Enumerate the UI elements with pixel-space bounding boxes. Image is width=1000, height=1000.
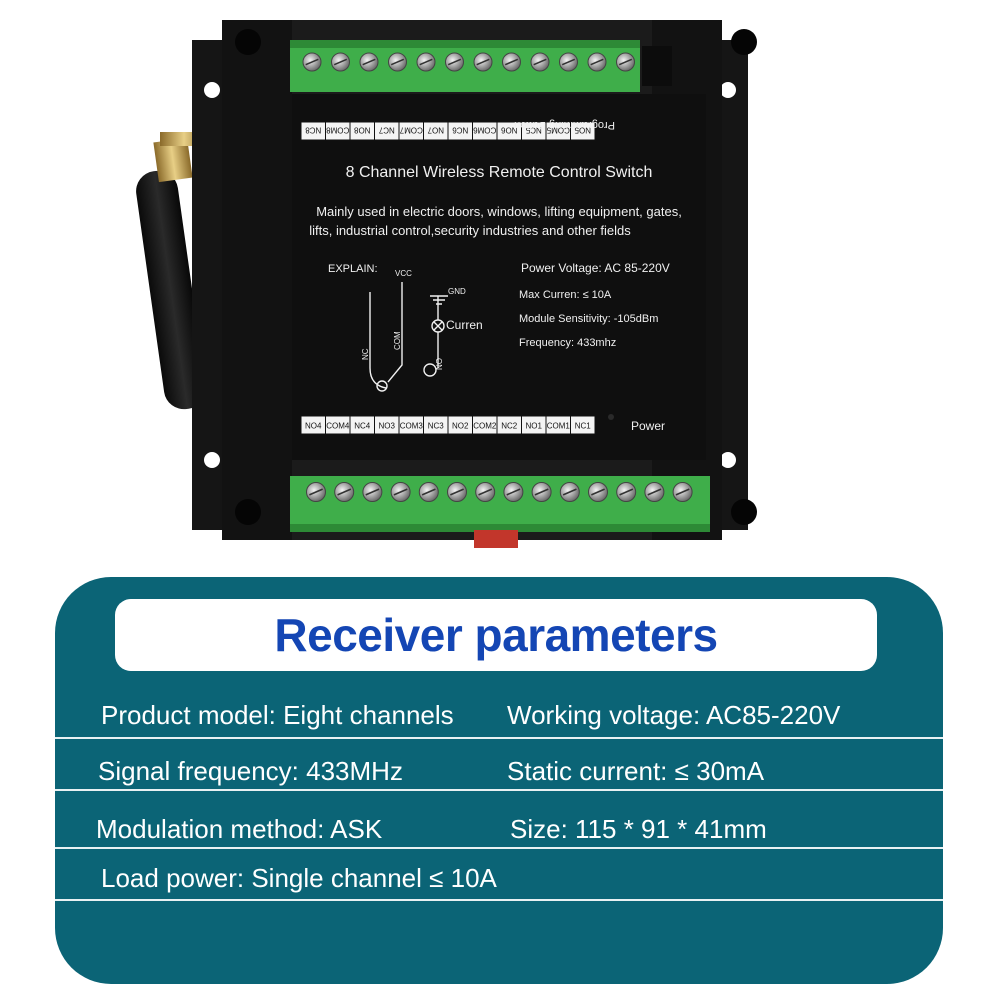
screw-slot [562,488,577,496]
row-divider [55,847,943,849]
terminal-label: COM1 [547,422,571,431]
terminal-label: COM3 [400,422,424,431]
terminal-label: NO6 [500,126,517,135]
programming-button[interactable] [642,46,672,86]
screw-slot [309,488,323,496]
terminal-label: NO5 [574,126,591,135]
screw-slot [362,58,376,66]
terminal-label: NC7 [378,126,395,135]
screw-slot [591,488,605,496]
terminal-label: NC2 [501,422,518,431]
screw-slot [561,58,576,66]
vcc-label: VCC [395,269,412,278]
terminal-label: NO2 [452,422,469,431]
terminal-label: COM4 [326,422,350,431]
top-terminal-block [290,40,640,92]
terminal-label: COM5 [546,126,570,135]
terminal-label-cell [570,121,596,141]
row-divider [55,737,943,739]
screw-slot [533,58,547,66]
screw-slot [590,58,604,66]
terminal-label: COM8 [326,126,350,135]
screw-slot [618,58,633,66]
curren-label: Curren [446,318,483,332]
nc-label: NC [361,348,370,360]
screw-slot [447,58,462,66]
terminal-label: NO3 [379,422,396,431]
explain-label: EXPLAIN: [328,263,378,275]
terminal-label: COM7 [399,126,423,135]
terminal-label: NC4 [354,422,371,431]
red-din-clip [474,530,518,548]
terminal-label: NO7 [427,126,444,135]
power-label: Power [631,419,665,433]
terminal-label: NC8 [305,126,322,135]
screw-slot [333,58,348,66]
panel-title: Receiver parameters [274,609,718,661]
screw-slot [534,488,549,496]
spec-max-current: Max Curren: ≤ 10A [519,289,612,301]
terminal-label: NC5 [525,126,542,135]
param-static-current: Static current: ≤ 30mA [507,756,765,786]
gnd-label: GND [448,287,466,296]
bottom-terminal-block [290,476,710,532]
screw-slot [393,488,408,496]
screw-slot [305,58,319,66]
param-signal-frequency: Signal frequency: 433MHz [98,756,403,786]
terminal-label: COM2 [473,422,497,431]
spec-list: Power Voltage: AC 85-220V Max Curren: ≤ … [519,261,670,349]
param-working-voltage: Working voltage: AC85-220V [507,700,841,730]
screw-slot [450,488,464,496]
power-led [608,414,614,420]
com-label: COM [393,331,402,350]
terminal-label: NC3 [428,422,445,431]
screw-slot [337,488,352,496]
terminal-label-cell [570,415,596,435]
screw-slot [675,488,690,496]
programming-button-label: Programming Button [514,119,615,131]
label-plate [292,94,706,460]
terminal-label: NO1 [526,422,543,431]
wiring-diagram: EXPLAIN: VCC GND Curren NC COM NO [328,263,483,392]
terminal-label: NC6 [452,126,469,135]
row-divider [55,899,943,901]
spec-sensitivity: Module Sensitivity: -105dBm [519,313,658,325]
terminal-label: NC1 [575,422,592,431]
screw-slot [390,58,405,66]
param-load-power: Load power: Single channel ≤ 10A [101,863,497,893]
terminal-label: NO4 [305,422,322,431]
device-description-line2: lifts, industrial control,security indus… [309,223,631,238]
screw-slot [421,488,436,496]
screw-slot [419,58,433,66]
param-product-model: Product model: Eight channels [101,700,454,730]
screw-slot [365,488,380,496]
device-description-line1: Mainly used in electric doors, windows, … [316,204,682,219]
device-title: 8 Channel Wireless Remote Control Switch [346,164,653,181]
screw-slot [506,488,521,496]
screw-slot [476,58,490,66]
param-size: Size: 115 * 91 * 41mm [510,814,767,844]
terminal-label: NO8 [353,126,370,135]
no-label: NO [435,358,444,370]
receiver-parameters-panel: Receiver parameters Product model: Eight… [55,577,943,984]
spec-power-voltage: Power Voltage: AC 85-220V [521,261,670,275]
screw-slot [647,488,662,496]
param-modulation-method: Modulation method: ASK [96,814,383,844]
terminal-label: COM6 [473,126,497,135]
panel-title-pill: Receiver parameters [115,599,877,671]
screw-slot [504,58,519,66]
row-divider [55,789,943,791]
spec-frequency: Frequency: 433mhz [519,337,616,349]
screw-slot [478,488,493,496]
screw-slot [619,488,634,496]
